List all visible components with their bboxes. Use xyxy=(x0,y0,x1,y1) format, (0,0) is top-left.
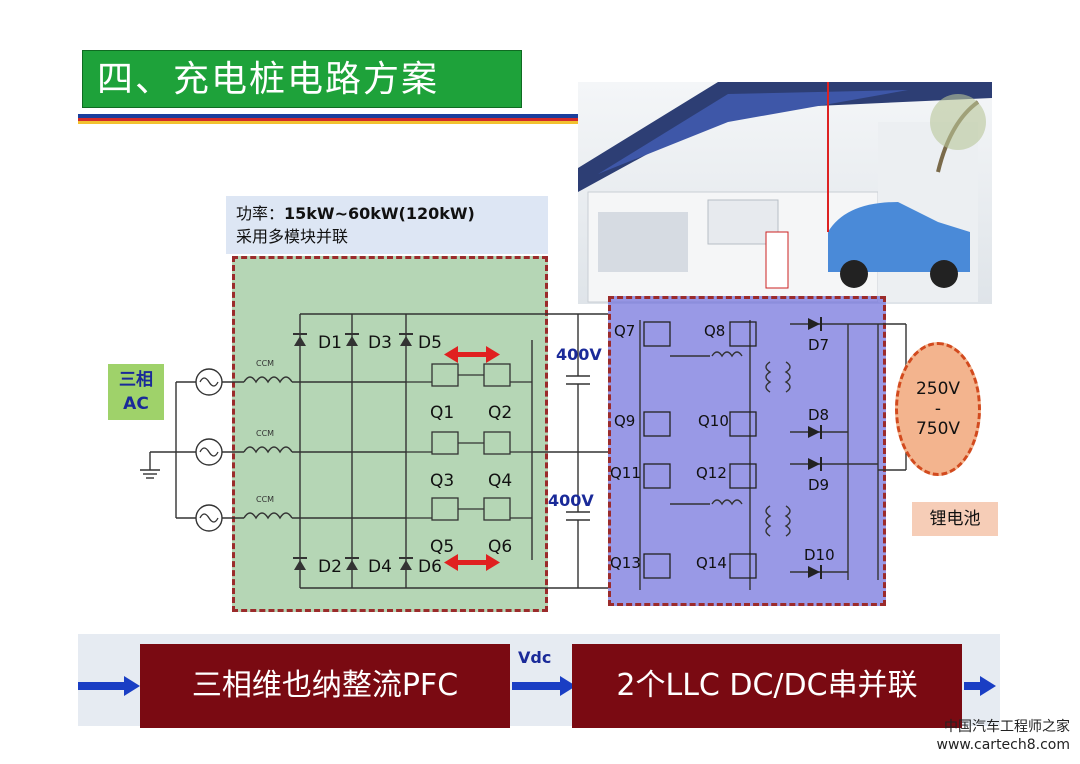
d6-label: D6 xyxy=(418,557,442,577)
flow-arrows xyxy=(78,676,996,696)
vdc-label: Vdc xyxy=(518,648,552,667)
d7-label: D7 xyxy=(808,336,829,354)
d8-label: D8 xyxy=(808,406,829,424)
watermark: 中国汽车工程师之家 www.cartech8.com xyxy=(930,718,1070,754)
d3-label: D3 xyxy=(368,333,392,353)
ac-line2: AC xyxy=(123,394,149,414)
three-phase-ac-label: 三相 AC xyxy=(108,364,164,420)
page-title: 四、充电桩电路方案 xyxy=(82,50,522,108)
q12-label: Q12 xyxy=(696,464,727,482)
d2-label: D2 xyxy=(318,557,342,577)
bidirectional-arrow-icon-bottom xyxy=(444,554,500,571)
watermark-line1: 中国汽车工程师之家 xyxy=(944,719,1070,735)
battery-voltage-range: 250V - 750V xyxy=(895,342,981,476)
q7-label: Q7 xyxy=(614,322,635,340)
power-value: 15kW~60kW(120kW) xyxy=(284,204,475,223)
house-ev-charging-illustration xyxy=(578,82,992,303)
power-label: 功率： xyxy=(236,204,285,223)
q11-label: Q11 xyxy=(610,464,641,482)
q10-label: Q10 xyxy=(698,412,729,430)
q1-label: Q1 xyxy=(430,403,454,423)
q5-label: Q5 xyxy=(430,537,454,557)
q14-label: Q14 xyxy=(696,554,727,572)
house-illustration xyxy=(578,82,992,304)
flow-arrow-middle xyxy=(512,682,560,690)
q3-label: Q3 xyxy=(430,471,454,491)
pfc-stage-box: 三相维也纳整流PFC xyxy=(140,644,510,728)
power-note: 采用多模块并联 xyxy=(236,227,349,246)
d9-label: D9 xyxy=(808,476,829,494)
battery-v-high: 250V xyxy=(915,379,961,399)
vienna-pfc-panel xyxy=(232,256,548,612)
d1-label: D1 xyxy=(318,333,342,353)
bus-voltage-bottom: 400V xyxy=(548,491,594,510)
ccm-label-3: CCM xyxy=(256,495,274,504)
bus-voltage-top: 400V xyxy=(556,345,602,364)
q9-label: Q9 xyxy=(614,412,635,430)
flow-arrow-left xyxy=(78,682,124,690)
q2-label: Q2 xyxy=(488,403,512,423)
title-rule-blue xyxy=(78,114,578,118)
battery-dash: - xyxy=(934,399,942,419)
q13-label: Q13 xyxy=(610,554,641,572)
q8-label: Q8 xyxy=(704,322,725,340)
llc-stage-box: 2个LLC DC/DC串并联 xyxy=(572,644,962,728)
d10-label: D10 xyxy=(804,546,835,564)
flow-arrow-right xyxy=(964,682,980,690)
power-info-box: 功率：15kW~60kW(120kW) 采用多模块并联 xyxy=(226,196,548,254)
title-rule-red xyxy=(78,118,578,121)
battery-v-low: 750V xyxy=(915,419,961,439)
q6-label: Q6 xyxy=(488,537,512,557)
title-rule-yellow xyxy=(78,121,578,124)
q4-label: Q4 xyxy=(488,471,512,491)
ccm-label-1: CCM xyxy=(256,359,274,368)
ac-line1: 三相 xyxy=(119,370,153,390)
d4-label: D4 xyxy=(368,557,392,577)
watermark-line2: www.cartech8.com xyxy=(936,737,1070,753)
battery-label: 锂电池 xyxy=(912,502,998,536)
ccm-label-2: CCM xyxy=(256,429,274,438)
bidirectional-arrow-icon-top xyxy=(444,346,500,363)
d5-label: D5 xyxy=(418,333,442,353)
